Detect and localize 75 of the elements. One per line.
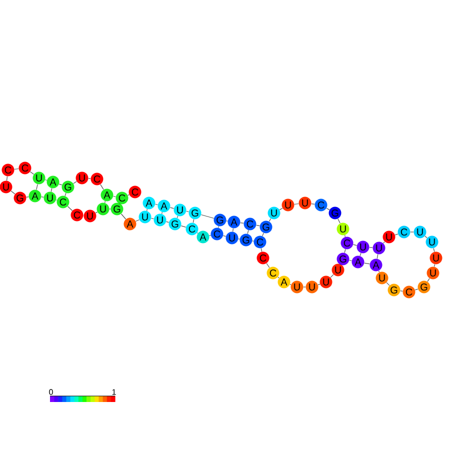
backbone-line	[192, 219, 194, 223]
backbone-line	[166, 221, 170, 223]
backbone-line	[36, 184, 38, 190]
backbone-line	[109, 208, 111, 210]
backbone-line	[161, 212, 163, 214]
backbone-line	[100, 184, 104, 190]
scale-label: 1	[112, 389, 116, 395]
backbone-line	[146, 208, 148, 212]
backbone-line	[344, 234, 346, 238]
backbone-line	[128, 194, 130, 196]
backbone-line	[113, 196, 116, 198]
backbone-line	[326, 208, 330, 210]
backbone-line	[252, 240, 254, 242]
backbone-line	[151, 218, 154, 220]
backbone-line	[176, 216, 178, 218]
backbone-line	[73, 181, 77, 184]
backbone-line	[10, 190, 16, 194]
backbone-line	[294, 203, 299, 205]
backbone-line	[186, 210, 189, 212]
backbone-line	[394, 234, 398, 236]
backbone-line	[349, 260, 352, 262]
backbone-line	[279, 208, 283, 210]
backbone-line	[67, 206, 73, 211]
backbone-line	[26, 196, 29, 198]
backbone-line	[414, 288, 418, 290]
backbone-line	[200, 214, 214, 219]
backbone-line	[180, 226, 186, 228]
backbone-line	[209, 235, 211, 236]
backbone-line	[386, 282, 390, 286]
backbone-line	[318, 284, 320, 286]
backbone-line	[226, 220, 228, 222]
backbone-line	[330, 274, 334, 278]
backbone-line	[64, 192, 66, 196]
backbone-line	[360, 252, 362, 256]
backbone-line	[369, 247, 373, 248]
backbone-line	[262, 232, 264, 236]
backbone-line	[433, 248, 435, 252]
backbone-line	[338, 218, 340, 224]
backbone-line	[88, 178, 91, 179]
backbone-line	[238, 238, 240, 240]
backbone-line	[232, 228, 234, 232]
backbone-line	[95, 212, 98, 214]
backbone-line	[434, 264, 436, 267]
backbone-line	[424, 236, 428, 238]
backbone-line	[44, 179, 48, 181]
backbone-line	[41, 196, 44, 198]
scale-label: 0	[49, 389, 53, 395]
backbone-line	[218, 226, 219, 228]
backbone-line	[155, 204, 158, 206]
backbone-line	[256, 224, 260, 226]
backbone-line	[376, 254, 378, 259]
backbone-line	[170, 207, 174, 209]
backbone-line	[136, 219, 140, 222]
backbone-line	[58, 184, 62, 186]
backbone-line	[352, 244, 358, 246]
backbone-line	[30, 171, 34, 175]
backbone-line	[120, 214, 126, 220]
backbone-line	[378, 270, 380, 272]
backbone-line	[260, 248, 262, 252]
backbone-line	[240, 222, 244, 224]
backbone-line	[278, 276, 280, 278]
backbone-line	[303, 286, 306, 288]
backbone-line	[268, 218, 272, 222]
backbone-line	[383, 241, 385, 244]
backbone-line	[400, 290, 403, 292]
backbone-line	[6, 176, 8, 181]
backbone-line	[104, 200, 106, 204]
backbone-line	[344, 248, 346, 254]
backbone-line	[427, 278, 430, 282]
backbone-line	[14, 168, 19, 170]
backbone-line	[266, 263, 270, 268]
backbone-line	[222, 235, 226, 237]
backbone-line	[364, 262, 370, 264]
backbone-line	[50, 188, 52, 192]
backbone-line	[247, 230, 249, 234]
